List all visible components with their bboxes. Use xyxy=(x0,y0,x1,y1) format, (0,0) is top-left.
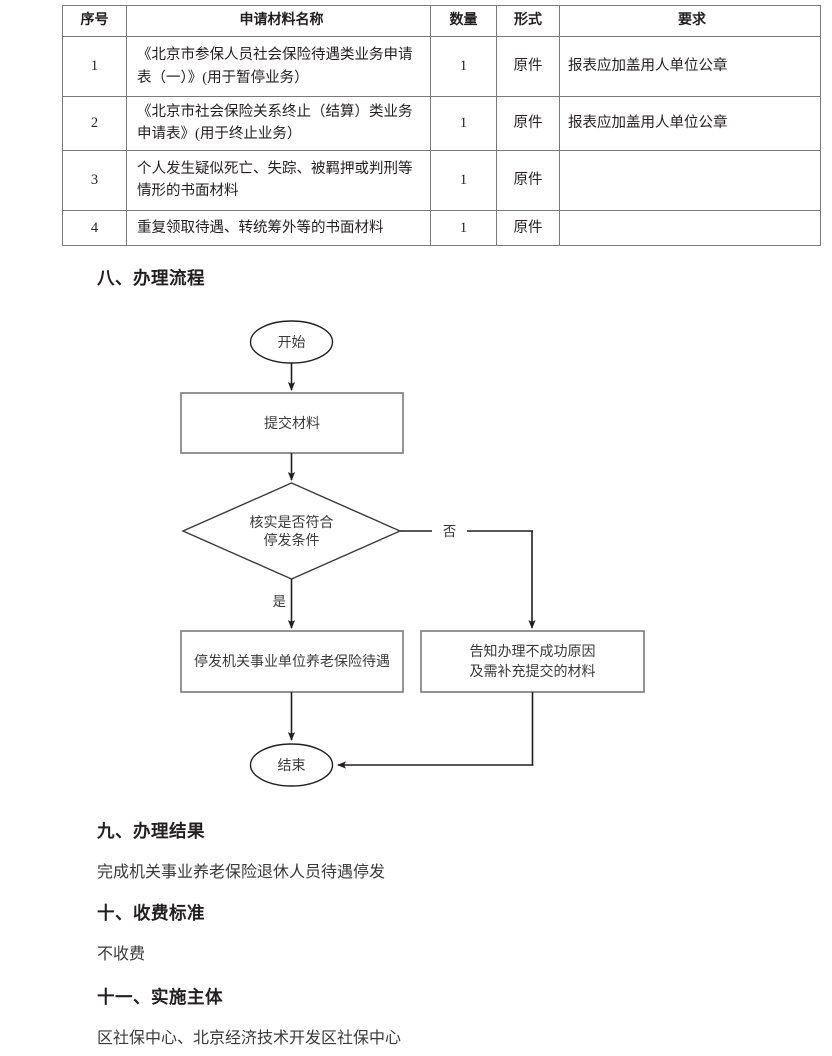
column-header-index: 序号 xyxy=(62,5,127,37)
cell-quantity: 1 xyxy=(430,209,497,246)
flow-node-end-label: 结束 xyxy=(278,758,306,774)
cell-index: 1 xyxy=(62,36,127,97)
flow-edge-label-no: 否 xyxy=(443,524,457,539)
cell-form: 原件 xyxy=(496,149,560,211)
column-header-material-name: 申请材料名称 xyxy=(126,5,431,37)
flow-node-start: 开始 xyxy=(249,320,334,364)
process-flowchart: 开始 提交材料 核实是否符合 停发条件 是 否 停发机关事业单位养老保险待遇 告… xyxy=(180,320,645,787)
flow-node-reject-label-2: 及需补充提交的材料 xyxy=(470,663,596,680)
application-materials-table: 序号 申请材料名称 数量 形式 要求 1 《北京市参保人员社会保险待遇类业务申请… xyxy=(62,5,821,246)
cell-quantity: 1 xyxy=(430,149,497,211)
flow-node-submit-label: 提交材料 xyxy=(264,415,320,432)
cell-form: 原件 xyxy=(496,96,560,151)
cell-quantity: 1 xyxy=(430,36,497,97)
cell-form: 原件 xyxy=(496,36,560,97)
table-row: 2 《北京市社会保险关系终止（结算）类业务申请表》(用于终止业务） 1 原件 报… xyxy=(62,96,821,151)
flow-edge-label-yes: 是 xyxy=(273,594,287,609)
section-heading-process: 八、办理流程 xyxy=(97,269,205,289)
table-header-row: 序号 申请材料名称 数量 形式 要求 xyxy=(62,5,821,37)
flow-node-decision: 核实是否符合 停发条件 xyxy=(181,482,402,580)
cell-material-name: 《北京市社会保险关系终止（结算）类业务申请表》(用于终止业务） xyxy=(126,96,431,151)
section-body-fee: 不收费 xyxy=(97,946,146,963)
table-row: 3 个人发生疑似死亡、失踪、被羁押或判刑等情形的书面材料 1 原件 xyxy=(62,149,821,211)
flow-node-decision-label-1: 核实是否符合 xyxy=(250,515,334,531)
column-header-requirement: 要求 xyxy=(559,5,821,37)
flow-node-decision-label-2: 停发条件 xyxy=(264,532,320,549)
cell-quantity: 1 xyxy=(430,96,497,151)
flow-node-reject: 告知办理不成功原因 及需补充提交的材料 xyxy=(420,630,645,693)
table-row: 1 《北京市参保人员社会保险待遇类业务申请表（一）》(用于暂停业务） 1 原件 … xyxy=(62,36,821,97)
cell-requirement: 报表应加盖用人单位公章 xyxy=(559,36,821,97)
cell-material-name: 重复领取待遇、转统筹外等的书面材料 xyxy=(126,209,431,246)
table-row: 4 重复领取待遇、转统筹外等的书面材料 1 原件 xyxy=(62,209,821,246)
cell-material-name: 《北京市参保人员社会保险待遇类业务申请表（一）》(用于暂停业务） xyxy=(126,36,431,97)
section-heading-fee: 十、收费标准 xyxy=(97,904,205,924)
cell-index: 4 xyxy=(62,209,127,246)
cell-material-name: 个人发生疑似死亡、失踪、被羁押或判刑等情形的书面材料 xyxy=(126,149,431,211)
flow-node-submit: 提交材料 xyxy=(180,392,404,454)
column-header-form: 形式 xyxy=(496,5,560,37)
flow-node-approve: 停发机关事业单位养老保险待遇 xyxy=(180,630,404,693)
flow-node-start-label: 开始 xyxy=(278,335,306,351)
column-header-quantity: 数量 xyxy=(430,5,497,37)
section-heading-result: 九、办理结果 xyxy=(97,822,205,842)
flow-node-approve-label: 停发机关事业单位养老保险待遇 xyxy=(194,653,390,670)
section-body-subject: 区社保中心、北京经济技术开发区社保中心 xyxy=(97,1030,402,1047)
cell-requirement xyxy=(559,149,821,211)
flow-node-reject-label-1: 告知办理不成功原因 xyxy=(470,643,596,660)
cell-form: 原件 xyxy=(496,209,560,246)
section-heading-subject: 十一、实施主体 xyxy=(97,988,223,1008)
section-body-result: 完成机关事业养老保险退休人员待遇停发 xyxy=(97,864,386,881)
cell-requirement: 报表应加盖用人单位公章 xyxy=(559,96,821,151)
cell-index: 2 xyxy=(62,96,127,151)
cell-requirement xyxy=(559,209,821,246)
flow-node-end: 结束 xyxy=(249,743,334,787)
cell-index: 3 xyxy=(62,149,127,211)
